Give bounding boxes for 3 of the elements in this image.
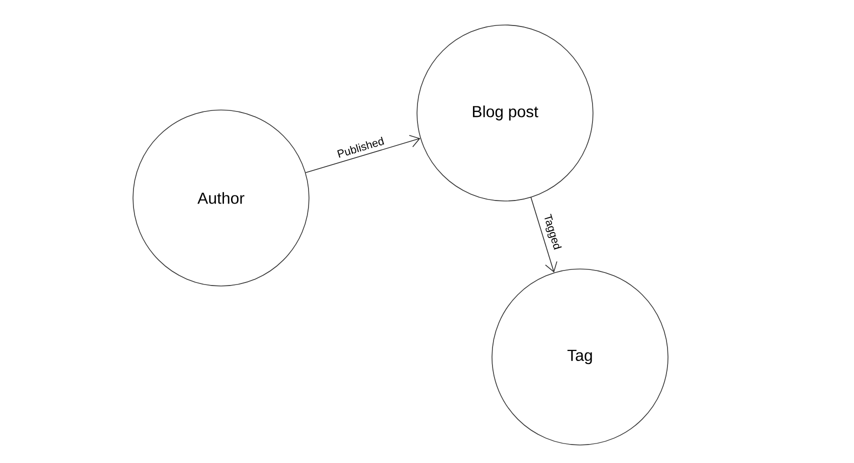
edge-label: Tagged <box>544 214 562 250</box>
arrow <box>305 134 420 174</box>
arrow <box>530 197 558 272</box>
